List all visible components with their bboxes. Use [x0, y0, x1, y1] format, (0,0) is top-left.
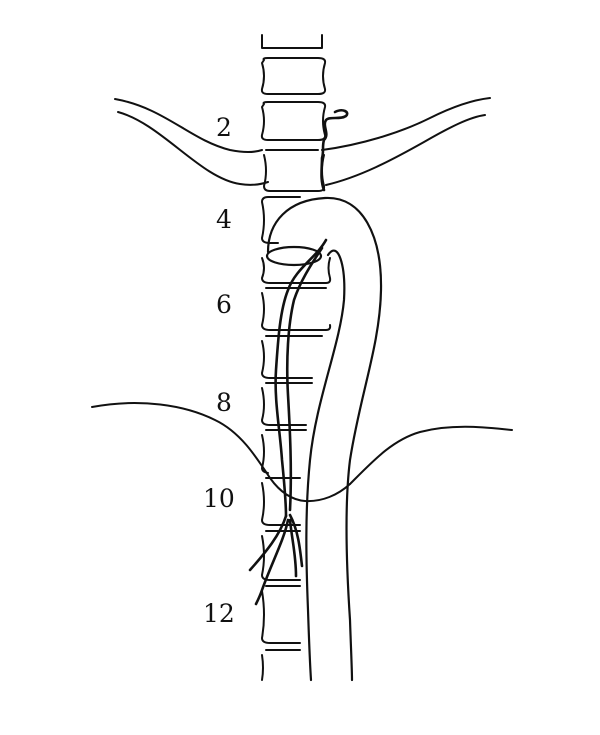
spine: [260, 34, 332, 681]
vertebra-3: [263, 149, 326, 192]
vertebra-12: [261, 585, 301, 644]
vertebra-13: [261, 649, 301, 681]
right-clavicle: [321, 97, 491, 186]
vertebra-8: [261, 382, 313, 426]
left-clavicle: [114, 98, 269, 186]
vertebra-label-8: 8: [216, 388, 232, 417]
nerve-descending-main: [274, 238, 328, 518]
aortic-arch-opening: [265, 245, 323, 267]
vertebra-label-2: 2: [216, 113, 232, 142]
aortic-arch-inner: [305, 249, 346, 682]
vertebra-2: [260, 101, 327, 141]
diaphragm-right: [349, 425, 513, 485]
vertebra-5: [261, 257, 332, 284]
clavicles: [114, 97, 491, 186]
nerve-upper-loop: [320, 109, 349, 192]
aorta: [265, 196, 383, 682]
vertebra-0: [261, 34, 323, 49]
vertebra-4: [261, 196, 301, 244]
aortic-arch-outer: [266, 196, 383, 682]
diaphragm-left: [91, 402, 351, 503]
vertebra-label-10: 10: [203, 484, 235, 513]
vertebra-label-12: 12: [203, 599, 235, 628]
vertebra-6: [261, 287, 332, 331]
nerve-branches: [248, 513, 304, 606]
nerve-descending-inner: [285, 246, 324, 512]
vertebra-1: [260, 57, 327, 95]
vertebra-label-4: 4: [216, 205, 232, 234]
vertebra-10: [261, 477, 301, 526]
vertebra-9: [261, 429, 307, 474]
vertebra-label-6: 6: [216, 290, 232, 319]
nerve-trunk: [248, 109, 349, 606]
vertebra-7: [261, 335, 323, 379]
vertebra-11: [261, 530, 301, 581]
diaphragm: [91, 402, 513, 503]
